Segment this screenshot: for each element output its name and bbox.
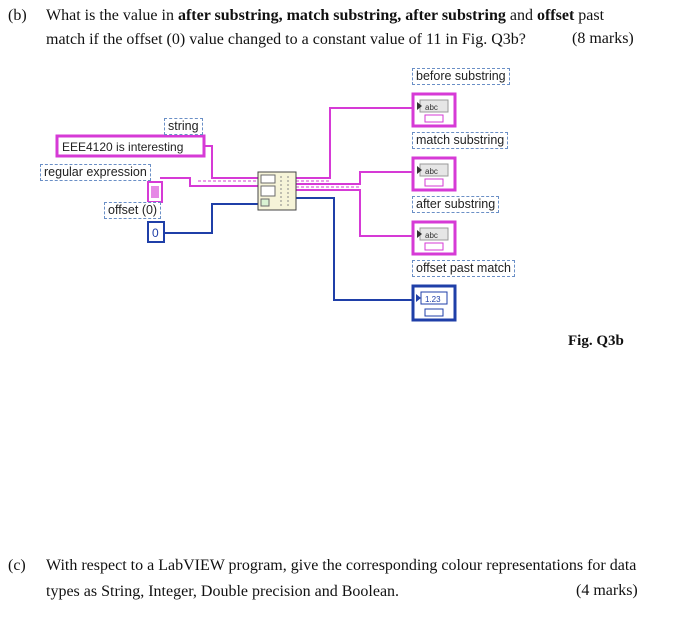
before-abc-text: abc — [425, 103, 438, 112]
after-substring-indicator[interactable] — [411, 220, 457, 256]
regular-expression-label: regular expression — [40, 164, 151, 181]
numeric-wires — [164, 197, 412, 301]
q-b-text-mid: and — [505, 7, 537, 24]
offset-label: offset (0) — [104, 202, 162, 219]
after-substring-label: after substring — [412, 196, 500, 213]
string-control-terminal[interactable] — [55, 134, 206, 158]
before-substring-indicator[interactable] — [411, 92, 457, 128]
q-b-bold-2: offset — [536, 7, 575, 24]
string-wires — [160, 107, 412, 237]
question-b-marks: (8 marks) — [572, 30, 634, 47]
question-b-label: (b) — [8, 7, 27, 24]
numeric-indicator-text: 1.23 — [425, 295, 441, 304]
offset-past-match-label: offset past match — [412, 260, 515, 277]
after-abc-text: abc — [425, 231, 438, 240]
string-label: string — [164, 118, 203, 135]
string-value-text: EEE4120 is interesting — [62, 140, 183, 154]
question-c-label: (c) — [8, 557, 26, 574]
question-c-line2: types as String, Integer, Double precisi… — [46, 583, 400, 600]
question-c-marks: (4 marks) — [576, 582, 638, 599]
question-c-line1: With respect to a LabVIEW program, give … — [46, 557, 637, 574]
offset-value-text: 0 — [152, 226, 159, 240]
offset-constant[interactable] — [147, 221, 165, 243]
q-b-text-prefix: What is the value in — [46, 7, 178, 24]
q-b-bold-1: after substring, match substring, after … — [177, 7, 506, 24]
question-b-line2: match if the offset (0) value changed to… — [46, 31, 526, 48]
match-regex-function[interactable] — [257, 171, 297, 211]
before-substring-label: before substring — [412, 68, 510, 85]
match-substring-indicator[interactable] — [411, 156, 457, 192]
figure-caption: Fig. Q3b — [568, 333, 624, 349]
q-b-text-suffix: past — [574, 7, 605, 24]
match-abc-text: abc — [425, 167, 438, 176]
match-substring-label: match substring — [412, 132, 509, 149]
offset-past-match-indicator[interactable] — [411, 284, 457, 322]
question-b-line1: What is the value in after substring, ma… — [46, 6, 604, 26]
